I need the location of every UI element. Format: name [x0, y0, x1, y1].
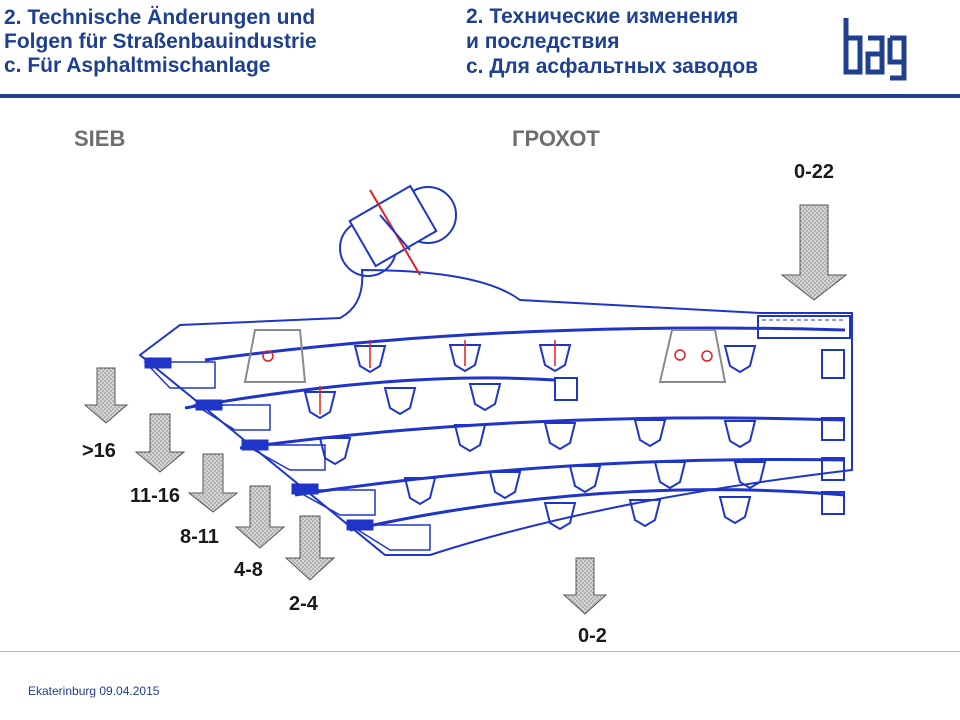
screen-decks	[184, 326, 846, 532]
fraction-label-11-16: 11-16	[130, 485, 180, 507]
slide-title-russian: 2. Технические изменения и последствия с…	[466, 5, 759, 78]
ball-trays	[303, 344, 767, 531]
output-arrows	[83, 367, 608, 615]
fraction-label-2-4: 2-4	[289, 593, 319, 615]
bag-logo	[840, 16, 920, 84]
fraction-label-8-11: 8-11	[180, 526, 219, 548]
label-sieb: SIEB	[74, 126, 126, 151]
fraction-label-0-2: 0-2	[578, 625, 607, 647]
footer-location-date: Ekaterinburg 09.04.2015	[28, 684, 160, 698]
input-arrow	[780, 204, 848, 301]
screen-housing	[138, 268, 853, 556]
screen-machine-diagram: 0-22 >16 11-16 8-11 4-8 2-4 0-2	[82, 161, 853, 647]
header-divider	[0, 94, 960, 98]
footer-divider	[0, 651, 960, 652]
label-grohot: ГРОХОТ	[512, 126, 600, 151]
fraction-label-input: 0-22	[794, 161, 834, 183]
vibrator-motor	[339, 184, 457, 277]
slide-title-german: 2. Technische Änderungen und Folgen für …	[4, 6, 317, 77]
deck-drive-units	[144, 357, 374, 531]
support-frames	[243, 329, 727, 383]
discharge-chutes	[143, 361, 431, 551]
deck-end-boxes	[554, 349, 845, 515]
fraction-label-4-8: 4-8	[234, 559, 263, 581]
fraction-label-over-16: >16	[82, 440, 116, 462]
detail-markers	[262, 340, 713, 414]
